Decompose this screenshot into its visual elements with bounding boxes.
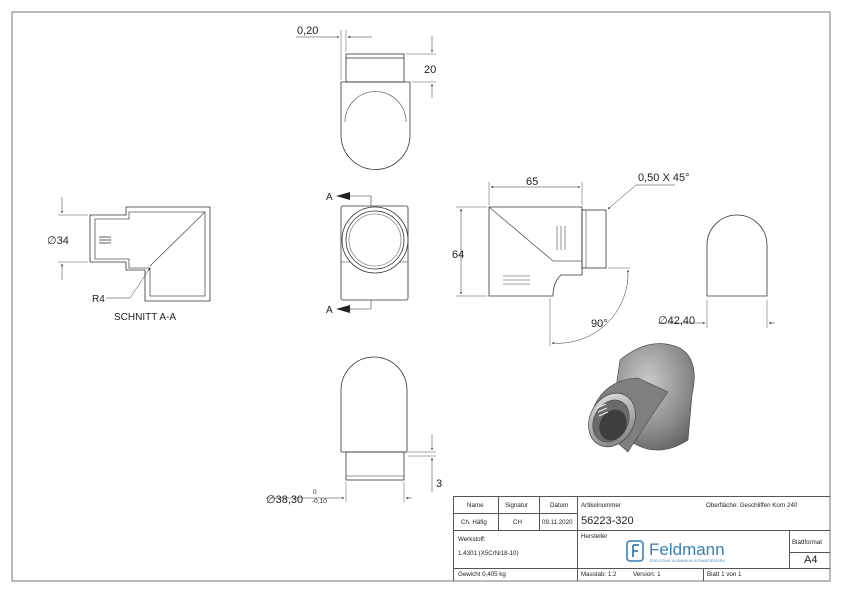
- dim-height-64: 64: [452, 249, 464, 261]
- oberflaeche: Oberfläche: Geschliffen Korn 240: [706, 502, 798, 509]
- dim-diameter-34: ∅34: [47, 235, 69, 247]
- header-name: Name: [467, 502, 484, 509]
- artikelnummer-value: 56223-320: [581, 515, 634, 527]
- header-datum: Datum: [550, 502, 569, 509]
- feldmann-logo-icon: [626, 540, 644, 562]
- dim-angle: 90°: [591, 318, 608, 330]
- section-view: [58, 197, 211, 302]
- iso-view: [588, 343, 695, 453]
- dim-tol-lower: -0,10: [312, 498, 327, 505]
- blattformat-value: A4: [804, 554, 818, 566]
- werkstoff-value: 1.4301 (X5CrNi18-10): [458, 550, 519, 557]
- hersteller-label: Hersteller: [581, 533, 608, 540]
- dim-tol-upper: 0: [313, 489, 317, 496]
- logo-subtitle: EDELSTAHL ALUMINIUM SCHMIEDEEISEN: [650, 559, 725, 563]
- artikelnummer-label: Artikelnummer: [581, 502, 621, 509]
- dim-top-wall: 0,20: [297, 25, 318, 37]
- version: Version: 1: [633, 571, 661, 578]
- header-signatur: Signatur: [505, 502, 529, 509]
- end-view-right: [658, 214, 775, 328]
- value-datum: 09.11.2020: [542, 519, 573, 526]
- dim-top-length: 20: [424, 64, 436, 76]
- front-view: [336, 192, 409, 313]
- value-name: Ch. Häfig: [461, 519, 487, 526]
- blatt: Blatt 1 von 1: [707, 571, 742, 578]
- title-block: Name Signatur Datum Ch. Häfig CH 09.11.2…: [453, 496, 830, 581]
- gewicht: Gewicht 0,405 kg: [458, 571, 506, 578]
- logo-name: Feldmann: [649, 540, 725, 559]
- dim-step-3: 3: [436, 478, 442, 490]
- section-marker-top: A: [326, 192, 333, 203]
- section-label: SCHNITT A-A: [114, 312, 176, 323]
- dim-diameter-38: ∅38,30: [266, 494, 303, 506]
- dim-chamfer: 0,50 X 45°: [638, 172, 690, 184]
- massstab: Masstab: 1:2: [581, 571, 617, 578]
- dim-radius: R4: [92, 294, 105, 305]
- value-signatur: CH: [513, 519, 522, 526]
- bottom-view: [266, 356, 436, 502]
- werkstoff-label: Werkstoff:: [458, 536, 486, 543]
- dim-diameter-42: ∅42,40: [658, 315, 695, 327]
- sheet-border: [11, 11, 831, 582]
- dim-width-65: 65: [526, 176, 538, 188]
- section-marker-bottom: A: [326, 305, 333, 316]
- blattformat-label: Blattformat: [792, 539, 822, 546]
- side-view: [456, 182, 675, 346]
- top-view: [296, 30, 436, 170]
